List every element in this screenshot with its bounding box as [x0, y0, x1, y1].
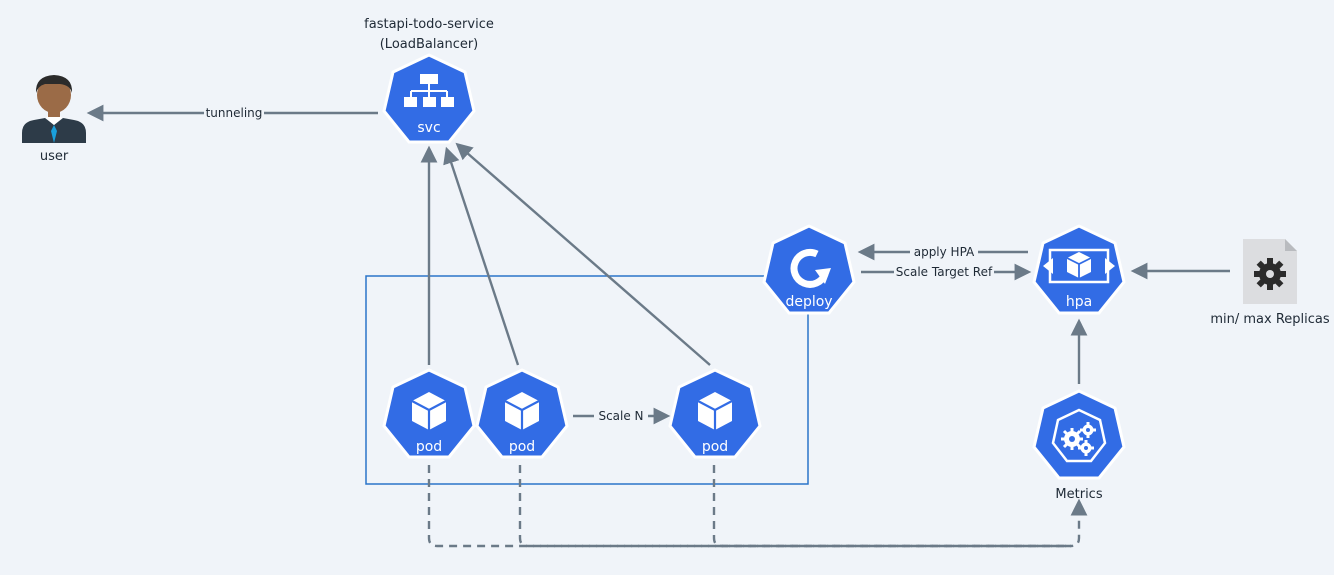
edge-pod3-metrics — [712, 465, 1071, 548]
user-label: user — [40, 149, 69, 164]
deploy-badge: deploy — [785, 294, 832, 310]
edge-label-apply-hpa: apply HPA — [914, 245, 975, 259]
pod-badge: pod — [702, 439, 728, 455]
metrics-label: Metrics — [1055, 487, 1102, 502]
pod-node: pod — [475, 368, 569, 459]
edges: tunneling Scale N apply HPA Scale Target… — [86, 104, 1230, 548]
edge-pod3-svc — [455, 142, 711, 366]
pod-node: pod — [668, 368, 762, 459]
config-node: min/ max Replicas — [1210, 239, 1330, 327]
service-title-line2: (LoadBalancer) — [380, 37, 479, 52]
hpa-node: hpa — [1032, 224, 1126, 315]
config-label: min/ max Replicas — [1210, 312, 1330, 327]
user-node: user — [22, 75, 86, 164]
hpa-badge: hpa — [1066, 294, 1092, 310]
edge-pod2-svc — [443, 146, 520, 366]
network-hierarchy-icon — [404, 74, 454, 107]
rotate-arrow-icon — [790, 248, 831, 288]
service-node: fastapi-todo-service (LoadBalancer) svc — [364, 17, 494, 144]
pod-badge: pod — [509, 439, 535, 455]
service-title-line1: fastapi-todo-service — [364, 17, 494, 32]
pod-badge: pod — [416, 439, 442, 455]
hpa-scale-icon — [1043, 248, 1115, 284]
edge-pod1-metrics — [427, 465, 1088, 548]
user-icon — [22, 75, 86, 143]
deploy-node: deploy — [762, 224, 856, 315]
edge-label-scale-target-ref: Scale Target Ref — [896, 265, 993, 279]
service-badge: svc — [417, 120, 440, 136]
edge-pod2-metrics — [518, 465, 1071, 548]
gears-icon — [1051, 408, 1107, 463]
metrics-node: Metrics — [1032, 389, 1126, 502]
edge-label-tunneling: tunneling — [206, 106, 263, 120]
pod-node: pod — [382, 368, 476, 459]
gear-document-icon — [1243, 239, 1297, 304]
edge-label-scale-n: Scale N — [598, 409, 643, 423]
deployment-group-box — [365, 275, 809, 485]
